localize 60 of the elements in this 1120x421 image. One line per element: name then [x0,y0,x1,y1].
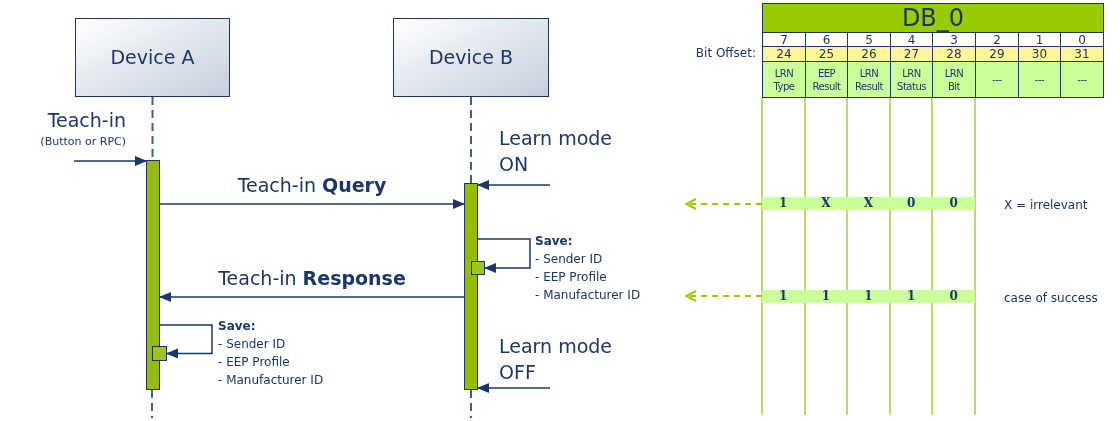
note-item: - Manufacturer ID [218,372,324,389]
bit-value: 0 [948,290,959,303]
bit-value: X [820,197,832,210]
participant-box: Device B [393,18,549,97]
lifeline [470,96,472,184]
arrow [477,180,551,190]
note-item: - Sender ID [218,336,286,353]
table-cell: 30 [1018,46,1061,62]
note-heading: Save: [218,318,256,335]
table-cell: --- [1060,61,1104,98]
table-cell: 27 [890,46,933,62]
bit-value: X [862,197,875,210]
bit-value: 1 [905,290,917,303]
table-cell: EEP Result [805,61,848,98]
arrow [73,156,147,166]
activation-bar [146,160,160,390]
annotation-text: Teach-in [46,108,126,133]
arrow [477,383,551,393]
table-cell: --- [975,61,1019,98]
note-item: - Sender ID [535,251,603,268]
bit-value: 0 [948,197,959,210]
table-cell: 24 [762,46,806,62]
value-row [762,197,975,210]
table-cell: LRN Status [890,61,933,98]
row-label: Bit Offset: [694,46,756,61]
table-cell: 25 [805,46,848,62]
note-item: - Manufacturer ID [535,287,641,304]
activation-square [152,346,167,361]
dashed-arrow [685,198,763,210]
activation-square [471,261,485,275]
table-cell: LRN Bit [932,61,976,98]
table-cell: 31 [1060,46,1104,62]
bit-value: 1 [778,290,789,303]
note-item: - EEP Profile [218,354,290,371]
arrow [477,238,531,273]
note-text: case of success [1004,290,1098,307]
bit-value: 0 [905,197,917,210]
table-cell: --- [1018,61,1061,98]
dashed-arrow [685,290,763,302]
arrow [159,324,213,359]
arrow [159,199,465,209]
activation-bar [464,183,478,390]
table-cell: LRN Type [762,61,806,98]
annotation-text: Learn mode OFF [499,334,614,385]
table-cell: 28 [932,46,976,62]
table-header: DB_0 [762,3,1104,33]
table-cell: LRN Result [847,61,891,98]
bit-value: 1 [863,290,874,303]
annotation-text: Learn mode ON [499,126,614,177]
table-cell: 26 [847,46,891,62]
note-heading: Save: [535,233,573,250]
value-row [762,290,975,303]
note-text: X = irrelevant [1004,197,1088,214]
bit-value: 1 [820,290,832,303]
table-cell: 29 [975,46,1019,62]
arrow [159,292,465,302]
bit-value: 1 [778,197,789,210]
note-item: - EEP Profile [535,269,607,286]
participant-box: Device A [75,18,230,97]
annotation-text: (Button or RPC) [39,134,126,150]
